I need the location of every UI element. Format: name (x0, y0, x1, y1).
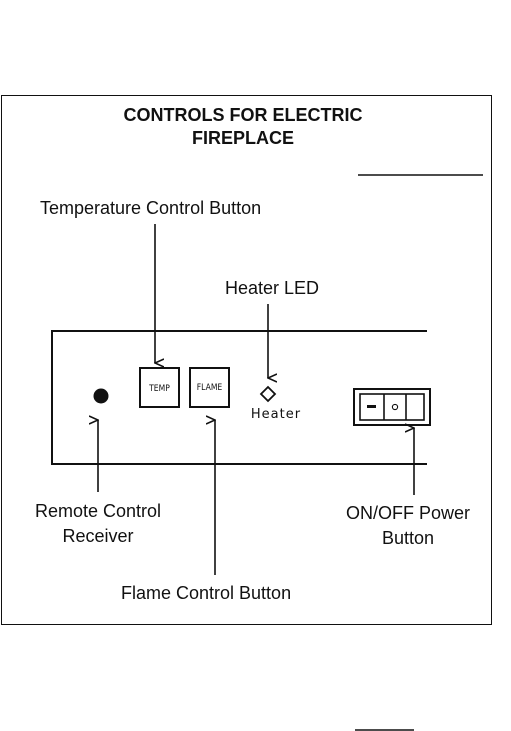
control-panel-outline (51, 330, 427, 465)
flame-button[interactable]: FLAME (189, 367, 230, 408)
remote-receiver-label-line-1: Remote Control (34, 501, 162, 521)
power-button-label-line-2: Button (381, 528, 435, 548)
heater-led-diamond-icon (259, 385, 277, 403)
remote-receiver-label: Remote Control Receiver (18, 500, 178, 547)
flame-control-label: Flame Control Button (121, 583, 292, 603)
temp-button[interactable]: TEMP (139, 367, 180, 408)
remote-receiver-label-line-2: Receiver (62, 526, 134, 546)
flame-button-label: FLAME (197, 383, 223, 393)
diagram-title: CONTROLS FOR ELECTRIC FIREPLACE (0, 104, 486, 150)
heater-indicator-label: Heater (251, 407, 301, 422)
power-switch[interactable] (353, 388, 431, 426)
switch-on-symbol-icon (391, 403, 399, 411)
power-button-label-line-1: ON/OFF Power (345, 503, 470, 523)
switch-off-symbol-icon (367, 405, 376, 408)
temperature-control-label: Temperature Control Button (40, 198, 262, 218)
diagram-frame (1, 95, 492, 625)
remote-receiver-dot (93, 388, 109, 404)
temp-button-label: TEMP (148, 384, 170, 394)
title-line-2: FIREPLACE (191, 128, 294, 148)
power-button-label: ON/OFF Power Button (328, 502, 488, 549)
title-line-1: CONTROLS FOR ELECTRIC (123, 105, 363, 125)
heater-led-label: Heater LED (225, 278, 320, 298)
